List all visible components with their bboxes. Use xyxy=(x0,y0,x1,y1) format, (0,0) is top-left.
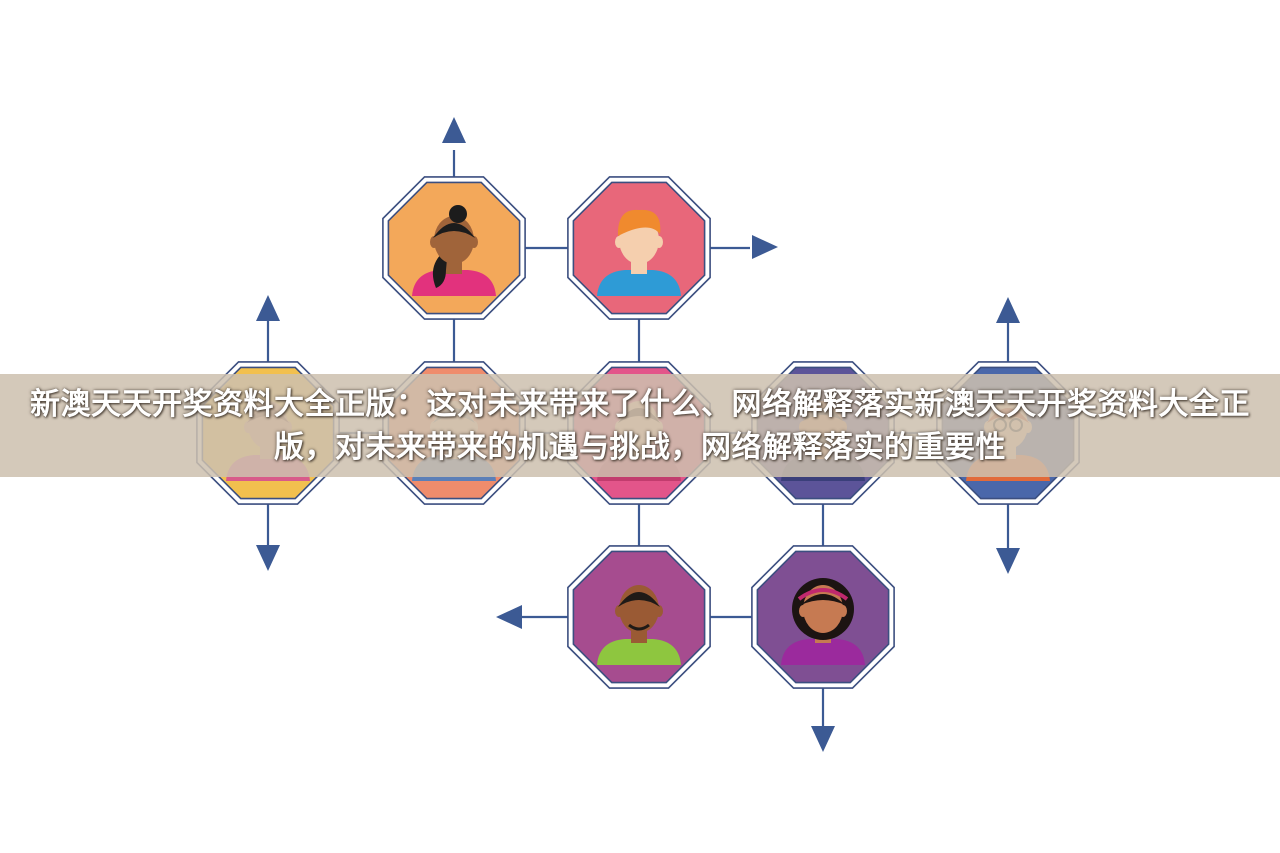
arrow-bottom-left-icon xyxy=(496,605,522,629)
arrow-left-up-icon xyxy=(256,295,280,321)
node-bottom-left xyxy=(567,545,711,689)
person-avatar xyxy=(597,209,681,296)
title-banner: 新澳天天开奖资料大全正版：这对未来带来了什么、网络解释落实新澳天天开奖资料大全正… xyxy=(0,374,1280,477)
arrowheads xyxy=(256,117,1020,752)
node-top-right xyxy=(567,176,711,320)
banner-title: 新澳天天开奖资料大全正版：这对未来带来了什么、网络解释落实新澳天天开奖资料大全正… xyxy=(30,386,1250,465)
arrow-right-up-icon xyxy=(996,297,1020,323)
arrow-right-down-icon xyxy=(996,548,1020,574)
person-avatar xyxy=(412,205,496,296)
person-avatar xyxy=(781,578,865,665)
node-bottom-right xyxy=(751,545,895,689)
arrow-bottom-down-icon xyxy=(811,726,835,752)
person-avatar xyxy=(597,585,681,665)
arrow-left-down-icon xyxy=(256,545,280,571)
arrow-right-icon xyxy=(752,235,778,259)
arrow-top-up-icon xyxy=(442,117,466,143)
node-top-left xyxy=(382,176,526,320)
